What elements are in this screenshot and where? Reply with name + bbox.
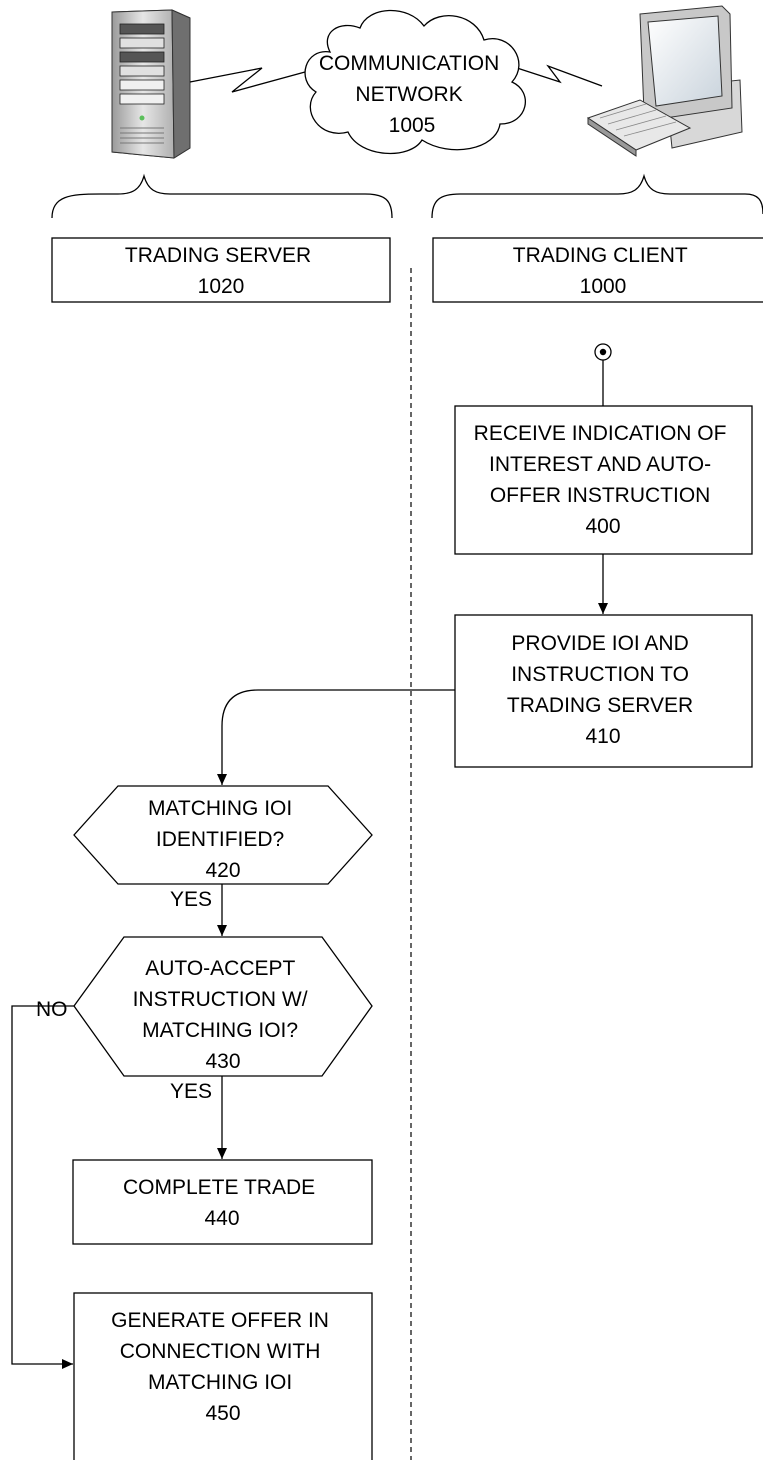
step-410-line-1: PROVIDE IOI AND <box>511 632 688 655</box>
svg-text:GENERATE OFFER IN CONNECTI: GENERATE OFFER IN CONNECTION WITH MATCHI… <box>111 1309 335 1425</box>
decision-430-line-4: 430 <box>205 1050 240 1073</box>
step-400-line-4: 400 <box>585 515 620 538</box>
step-440-box <box>72 1159 373 1245</box>
server-column-number: 1020 <box>198 275 245 298</box>
decision-430-line-2: INSTRUCTION W/ <box>133 988 308 1011</box>
step-450-line-2: CONNECTION WITH <box>120 1340 321 1363</box>
edge-430-no-to-450 <box>11 1005 74 1369</box>
svg-text:AUTO-ACCEPT INSTRUCTION W/: AUTO-ACCEPT INSTRUCTION W/ MATCHING IOI?… <box>133 957 314 1073</box>
start-node-icon <box>594 343 612 361</box>
step-410-line-2: INSTRUCTION TO <box>511 663 689 686</box>
edge-label-no-430: NO <box>36 998 68 1021</box>
step-410-line-3: TRADING SERVER <box>507 694 693 717</box>
desktop-computer-icon <box>586 5 743 157</box>
step-450-line-3: MATCHING IOI <box>148 1371 292 1394</box>
svg-text:TRADING CLIENT 1000: TRADING CLIENT 1000 <box>513 244 693 298</box>
edge-410-to-420 <box>217 689 455 785</box>
step-440-line-1: COMPLETE TRADE <box>123 1176 315 1199</box>
communication-network-cloud: COMMUNICATION NETWORK 1005 <box>304 9 526 155</box>
decision-420-line-3: 420 <box>205 859 240 882</box>
step-400-box <box>454 405 753 555</box>
step-440-line-2: 440 <box>204 1207 239 1230</box>
decision-430-line-3: MATCHING IOI? <box>142 1019 298 1042</box>
decision-430-line-1: AUTO-ACCEPT <box>145 957 295 980</box>
network-label-line-1: COMMUNICATION <box>319 52 499 75</box>
step-410-box <box>454 614 753 768</box>
decision-420-line-2: IDENTIFIED? <box>156 828 284 851</box>
server-column-title: TRADING SERVER <box>125 244 311 267</box>
server-column-brace <box>51 173 393 219</box>
decision-420-line-1: MATCHING IOI <box>148 797 292 820</box>
step-400-line-2: INTEREST AND AUTO- <box>489 453 711 476</box>
svg-text:TRADING SERVER 1020: TRADING SERVER 1020 <box>125 244 317 298</box>
step-400-line-3: OFFER INSTRUCTION <box>490 484 711 507</box>
network-label-line-3: 1005 <box>389 114 436 137</box>
server-column-header <box>51 237 391 303</box>
edge-label-yes-430: YES <box>170 1080 212 1103</box>
step-450-line-4: 450 <box>205 1402 240 1425</box>
network-label-line-2: NETWORK <box>355 83 462 106</box>
svg-text:RECEIVE INDICATION OF INTE: RECEIVE INDICATION OF INTEREST AND AUTO-… <box>474 422 733 538</box>
svg-text:MATCHING IOI IDENTIFIED?: MATCHING IOI IDENTIFIED? 420 <box>148 797 298 882</box>
svg-text:COMPLETE TRADE 440: COMPLETE TRADE 440 <box>123 1176 321 1230</box>
client-column-number: 1000 <box>580 275 627 298</box>
client-column-title: TRADING CLIENT <box>513 244 688 267</box>
svg-text:PROVIDE IOI AND INSTRUCTIO: PROVIDE IOI AND INSTRUCTION TO TRADING S… <box>507 632 699 748</box>
client-network-link <box>516 64 603 87</box>
edge-label-yes-420: YES <box>170 888 212 911</box>
step-410-line-4: 410 <box>585 725 620 748</box>
step-450-box <box>73 1292 373 1460</box>
server-tower-icon <box>111 9 191 159</box>
decision-420-shape <box>73 785 373 885</box>
svg-text:COMMUNICATION NETWORK: COMMUNICATION NETWORK 1005 <box>319 52 505 137</box>
step-450-line-1: GENERATE OFFER IN <box>111 1309 329 1332</box>
server-network-link <box>189 67 306 93</box>
client-column-brace <box>431 173 763 219</box>
client-column-header <box>432 237 763 303</box>
step-400-line-1: RECEIVE INDICATION OF <box>474 422 727 445</box>
